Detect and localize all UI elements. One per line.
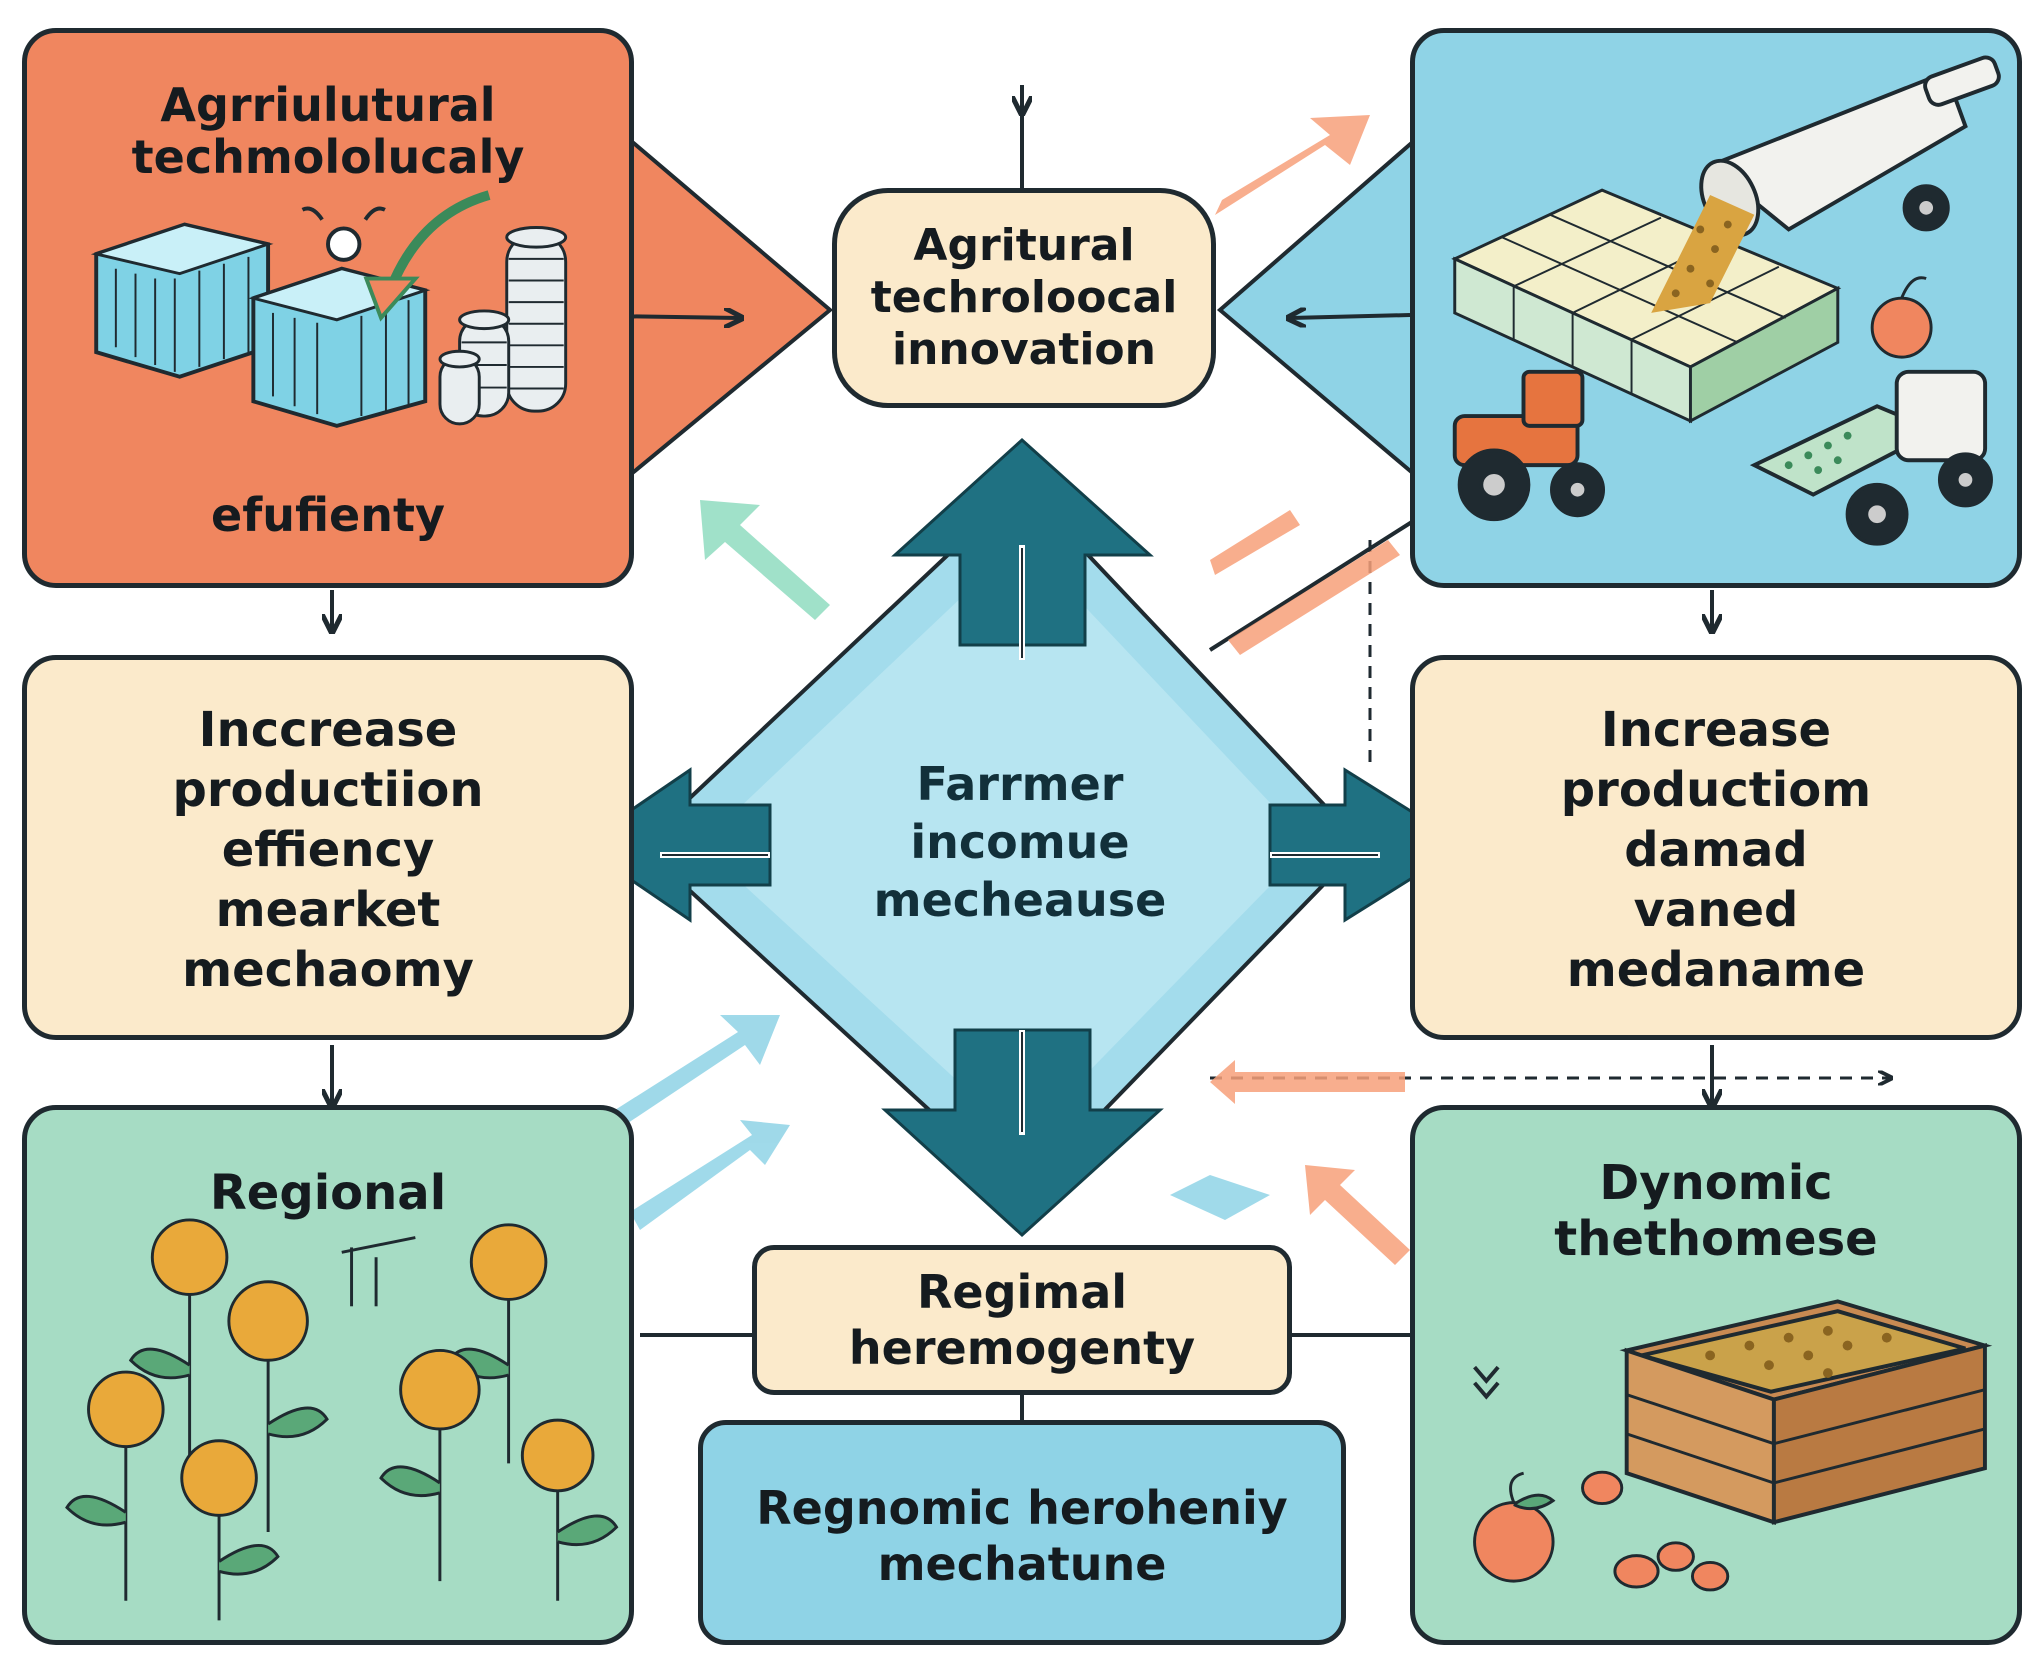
box-line: productiom (1560, 762, 1872, 818)
field-grid-icon (1451, 188, 1842, 424)
box-line: effiency (221, 822, 435, 878)
box-title: Regional (209, 1165, 447, 1221)
box-regnomic-mechanism: Regnomic heroheniy mechatune (698, 1420, 1346, 1645)
sprinkler-icon (341, 1236, 416, 1307)
flower-icon (520, 1418, 619, 1601)
pointer-orange (628, 135, 834, 480)
green-arrow (386, 190, 491, 291)
crate-icon (1619, 1299, 1993, 1525)
box-line: mearket (215, 882, 441, 938)
node-line: innovation (891, 324, 1156, 375)
flower-icon (379, 1348, 481, 1582)
box-caption: efufienty (211, 488, 445, 542)
center-line: mecheause (873, 873, 1167, 927)
box-increase-demand: Increase productiom damad vaned medaname (1410, 655, 2022, 1040)
fruit-icon (1870, 276, 1933, 359)
harvest-illustration (1473, 1299, 1993, 1592)
box-line: damad (1624, 822, 1808, 878)
box-regional-heterogeneity: Regimal heremogenty (752, 1245, 1292, 1395)
node-agricultural-innovation: Agritural techroloocal innovation (832, 188, 1216, 408)
node-line: techroloocal (870, 272, 1178, 323)
servers-illustration (90, 190, 568, 428)
fruit-icon (1473, 1470, 1730, 1592)
box-line: medaname (1566, 942, 1866, 998)
box-line: Inccrease (198, 702, 458, 758)
center-line: Farrmer (916, 757, 1124, 811)
center-farmer-income: Farrmer incomue mecheause (810, 755, 1230, 929)
flower-icon (180, 1439, 280, 1621)
arrow-left-teal (577, 767, 772, 923)
box-line: mechaomy (182, 942, 474, 998)
box-title-line: thethomese (1554, 1211, 1878, 1267)
box-dynamic: Dynomic thethomese (1410, 1105, 2022, 1645)
node-line: Agritural (913, 220, 1135, 271)
box-line: Regnomic heroheniy (756, 1481, 1288, 1535)
box-line: Regimal (916, 1265, 1128, 1319)
box-line: vaned (1633, 882, 1799, 938)
farm-machinery-illustration (1451, 55, 2001, 546)
tractor-icon (1452, 369, 1606, 522)
flower-icon (227, 1280, 329, 1533)
box-title-line: Agrriulutural (160, 78, 496, 132)
center-line: incomue (910, 815, 1130, 869)
box-title-line: techmololucaly (131, 130, 525, 184)
servers-icon (90, 222, 431, 428)
box-line: heremogenty (848, 1321, 1196, 1375)
coin-stack-icon (438, 225, 568, 426)
robot-antenna-icon (301, 206, 386, 262)
box-title-line: Dynomic (1599, 1155, 1833, 1211)
flowers-illustration (65, 1218, 619, 1621)
box-line: mechatune (877, 1537, 1167, 1591)
arrow-right-teal (1268, 767, 1468, 923)
seed-stream (1651, 195, 1755, 313)
flower-icon (447, 1223, 548, 1464)
box-regional: Regional (22, 1105, 634, 1645)
truck-icon (1749, 369, 1993, 546)
flower-icon (65, 1370, 165, 1601)
box-increase-efficiency: Inccrease productiion effiency mearket m… (22, 655, 634, 1040)
box-line: Increase (1600, 702, 1832, 758)
box-farm-machinery (1410, 28, 2022, 588)
box-agricultural-efficiency: Agrriulutural techmololucaly efufienty (22, 28, 634, 588)
box-line: productiion (172, 762, 484, 818)
flower-icon (128, 1218, 229, 1464)
